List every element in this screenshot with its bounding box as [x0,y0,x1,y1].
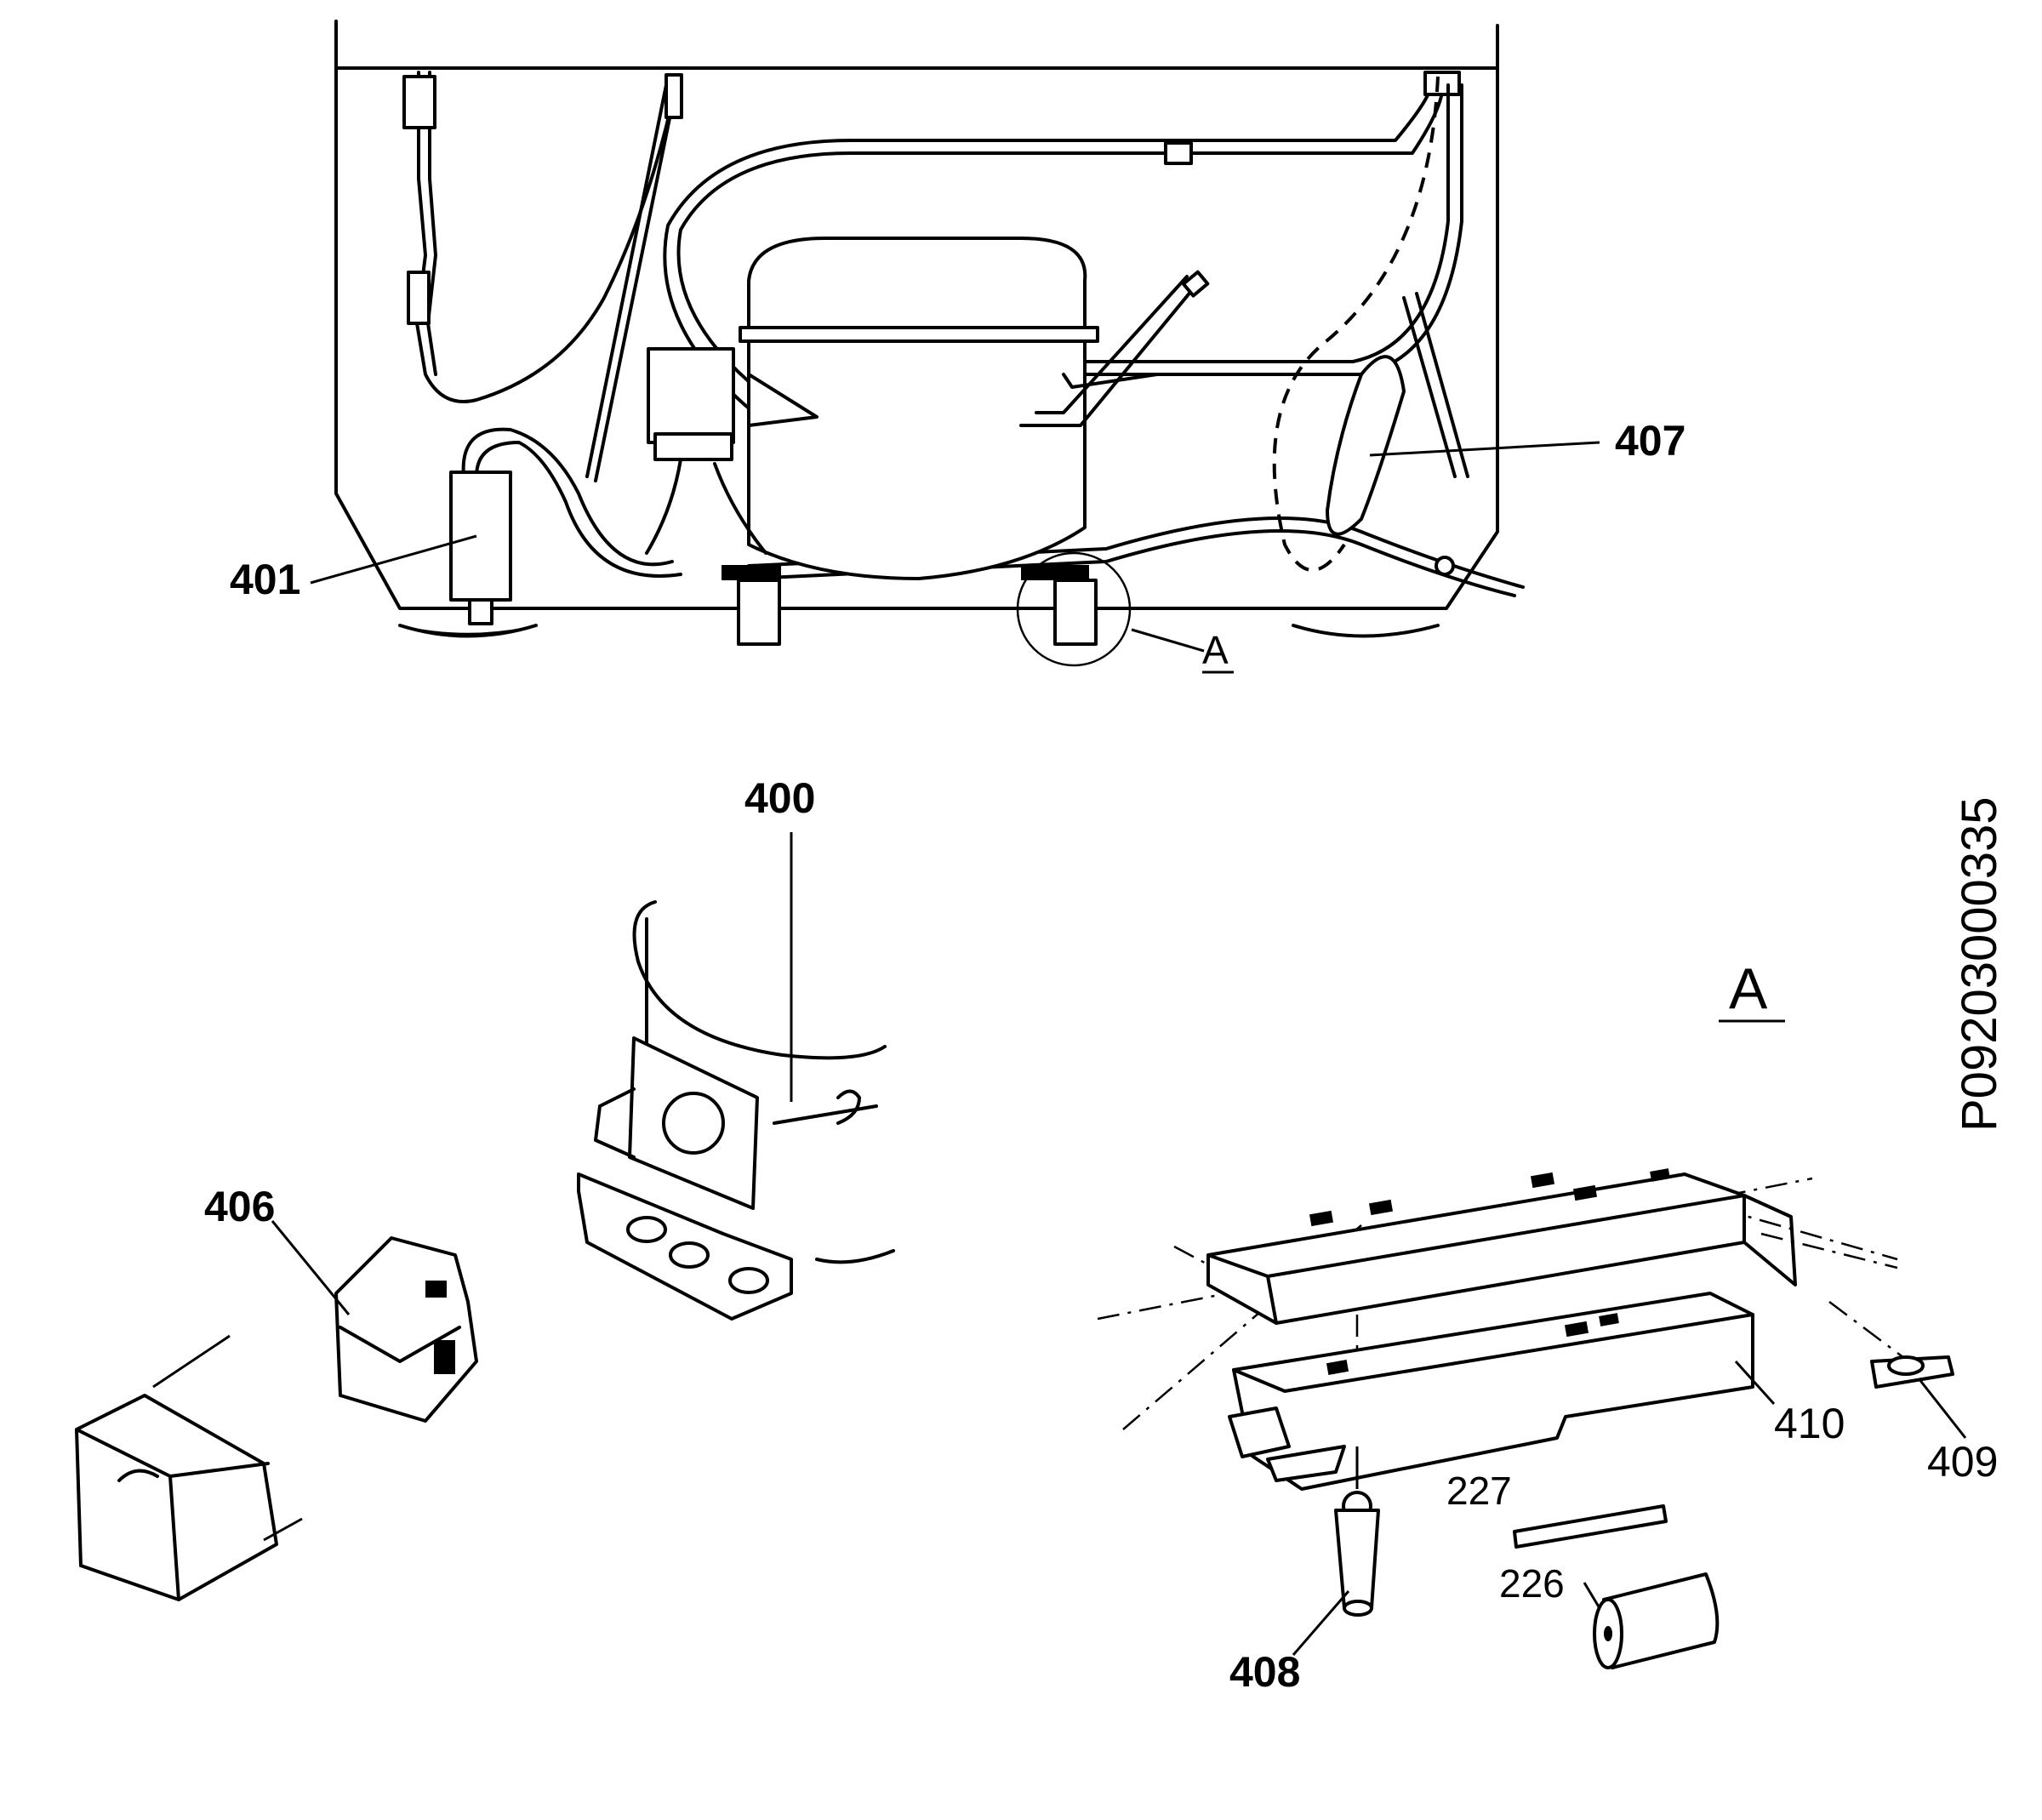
compressor [645,237,1210,580]
detail-a-circle [1016,551,1132,667]
callout-408: 408 [1229,1590,1350,1696]
callout-401: 401 [230,534,477,603]
cover [75,1334,303,1601]
label-227: 227 [1446,1469,1512,1513]
label-detail-title: A [1729,956,1768,1021]
label-410: 410 [1774,1400,1845,1447]
label-407: 407 [1615,417,1686,465]
drip-tray-407 [1272,76,1440,572]
bracket-400 [577,900,895,1321]
detail-a-title: A [1719,956,1785,1023]
callout-400: 400 [744,774,815,1102]
label-409: 409 [1927,1438,1998,1486]
latch-408 [1334,1446,1380,1617]
callout-409: 409 [1917,1378,1998,1486]
label-detail-ref: A [1202,628,1229,672]
capacitor-401 [449,427,682,625]
label-401: 401 [230,556,300,603]
callout-407: 407 [1369,417,1686,465]
clip-409 [1870,1355,1954,1389]
callout-detail-a: A [1131,628,1234,674]
label-226: 226 [1499,1561,1565,1606]
roller-226: 226 [1499,1561,1720,1669]
label-408: 408 [1229,1648,1300,1696]
compressor-mounts [722,551,1132,667]
relay-406 [334,1236,478,1423]
drawing-id: P09203000335 [1952,796,2007,1132]
callout-406: 406 [204,1183,351,1315]
label-400: 400 [744,774,815,822]
pin-227: 227 [1446,1469,1668,1549]
callout-410: 410 [1734,1360,1845,1447]
rail-410 [1206,1168,1797,1491]
label-406: 406 [204,1183,275,1230]
